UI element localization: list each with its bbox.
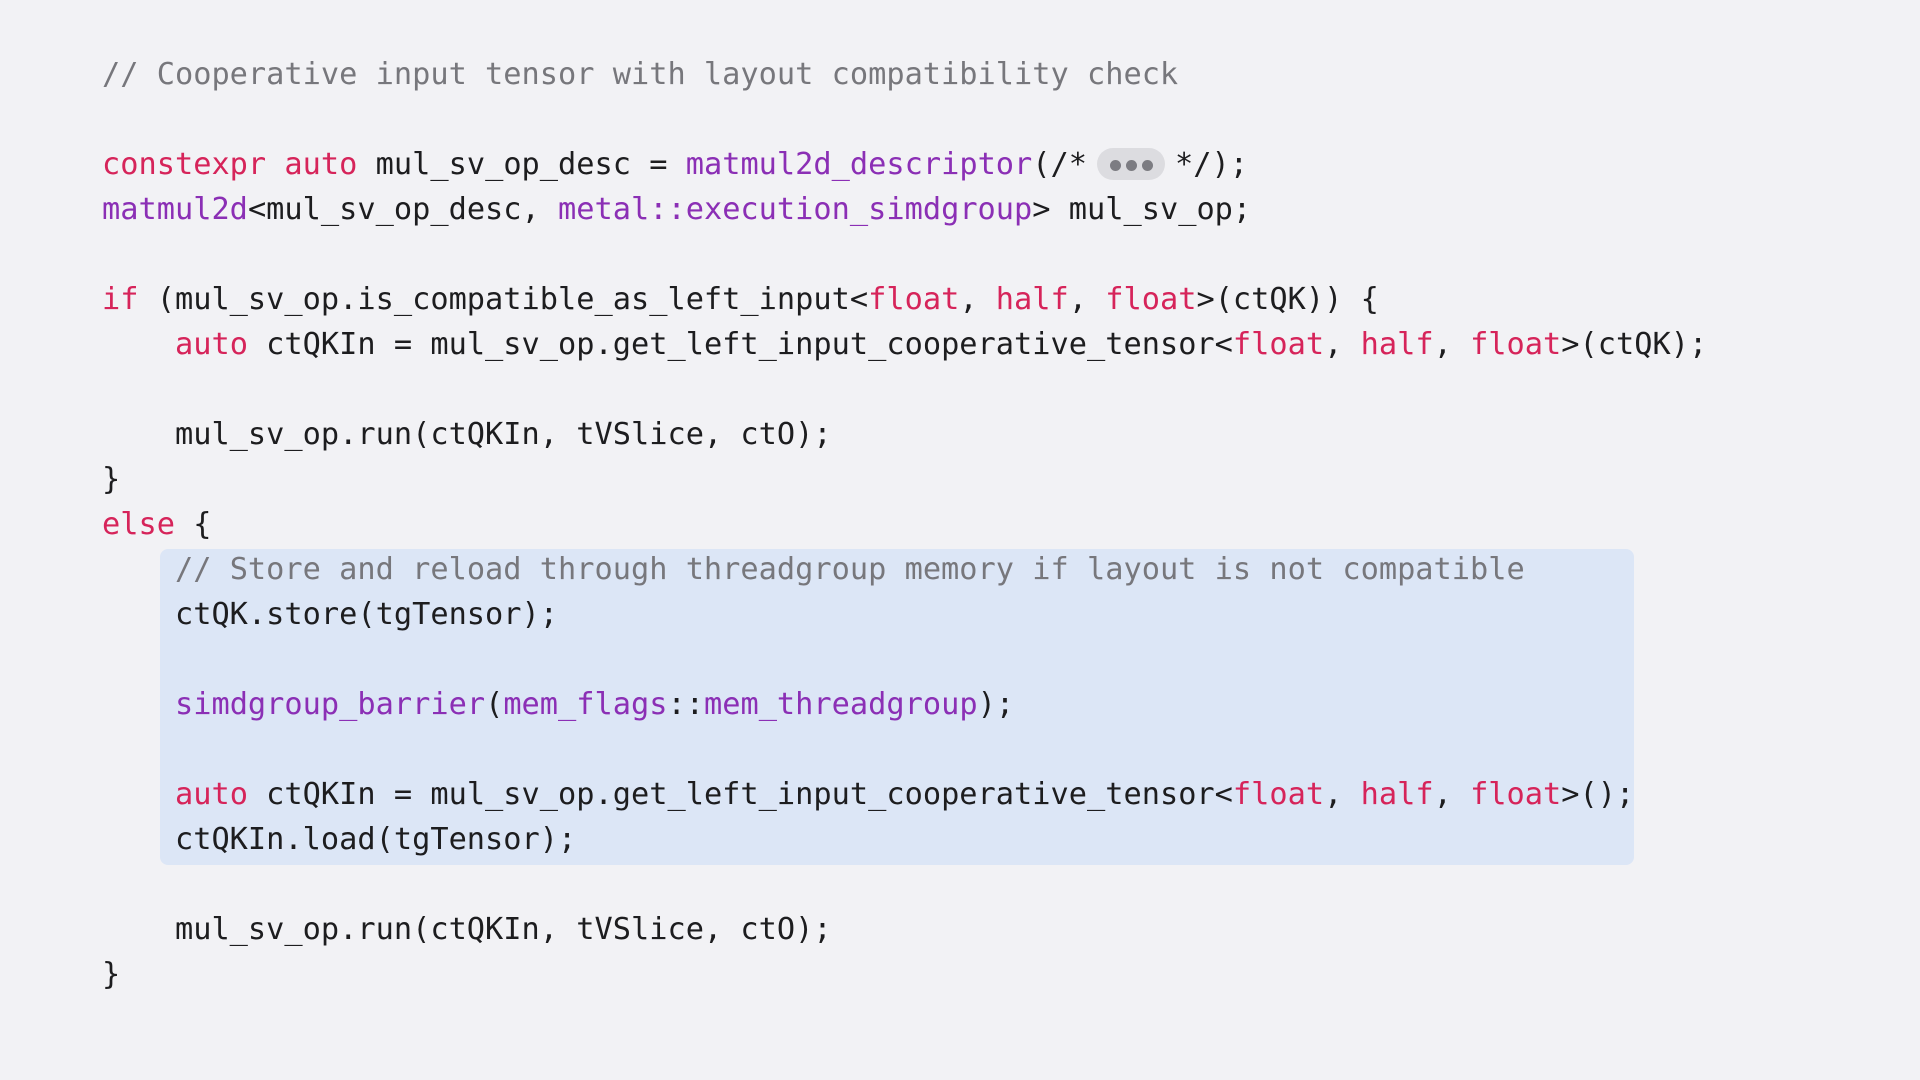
code-line: if (mul_sv_op.is_compatible_as_left_inpu… [102,278,1379,322]
code-line: ctQKIn.load(tgTensor); [102,818,576,862]
code-line: mul_sv_op.run(ctQKIn, tVSlice, ctO); [102,908,832,952]
code-line: } [102,458,120,502]
code-line: auto ctQKIn = mul_sv_op.get_left_input_c… [102,773,1634,817]
code-token: mem_flags [503,687,668,722]
code-token: , [1324,327,1361,362]
code-token: float [1232,777,1325,812]
code-token: >(ctQK); [1561,327,1708,362]
code-token: (mul_sv_op.is_compatible_as_left_input< [138,282,869,317]
code-line: // Store and reload through threadgroup … [102,548,1525,592]
code-token: float [868,282,960,317]
code-token: , [1324,777,1361,812]
code-token: ctQKIn.load(tgTensor); [102,822,577,857]
code-line: else { [102,503,211,547]
code-token: half [1360,777,1434,812]
code-token: (/* [1032,147,1088,182]
code-token: float [1232,327,1325,362]
code-token: auto [174,327,248,362]
code-token: mul_sv_op_desc = [357,147,686,182]
code-token: >(); [1561,777,1635,812]
code-token: if [102,282,139,317]
code-token: mem_threadgroup [703,687,978,722]
code-token: > mul_sv_op; [1032,192,1252,227]
code-token: // Store and reload through threadgroup … [174,552,1525,587]
code-token: float [1105,282,1197,317]
code-token: , [1068,282,1106,317]
code-token: , [1433,327,1471,362]
code-line: constexpr auto mul_sv_op_desc = matmul2d… [102,143,1248,187]
code-token: <mul_sv_op_desc, [247,192,559,227]
code-token: ctQK.store(tgTensor); [102,597,559,632]
code-line: simdgroup_barrier(mem_flags::mem_threadg… [102,683,1014,727]
code-token: } [102,462,121,497]
code-token: metal::execution_simdgroup [558,192,1033,227]
code-token [102,327,175,362]
code-token [102,777,175,812]
code-token: auto [284,147,358,182]
code-token: */); [1175,147,1248,182]
code-token: , [959,282,996,317]
code-token: { [174,507,212,542]
code-token: ctQKIn = mul_sv_op.get_left_input_cooper… [247,777,1233,812]
code-token: // Cooperative input tensor with layout … [102,57,1179,92]
code-token: matmul2d_descriptor [685,147,1033,182]
code-line: matmul2d<mul_sv_op_desc, metal::executio… [102,188,1251,232]
code-token: mul_sv_op.run(ctQKIn, tVSlice, ctO); [102,912,832,947]
highlighted-code-block [160,549,1634,865]
code-token: ctQKIn = mul_sv_op.get_left_input_cooper… [247,327,1233,362]
code-line: auto ctQKIn = mul_sv_op.get_left_input_c… [102,323,1707,367]
code-token: else [102,507,175,542]
code-token: ( [485,687,504,722]
code-token: float [1470,327,1562,362]
code-token: constexpr [102,147,267,182]
code-token: ); [977,687,1015,722]
code-token: :: [667,687,704,722]
code-line: ctQK.store(tgTensor); [102,593,558,637]
code-token: half [995,282,1069,317]
code-token: half [1360,327,1434,362]
code-token: matmul2d [102,192,248,227]
code-listing: // Cooperative input tensor with layout … [102,53,1862,1013]
code-token: } [102,957,121,992]
code-token: auto [174,777,248,812]
code-token [102,552,175,587]
code-line: mul_sv_op.run(ctQKIn, tVSlice, ctO); [102,413,832,457]
collapsed-arguments-icon[interactable] [1097,148,1166,180]
code-token [102,687,175,722]
code-line: } [102,953,120,997]
code-token: >(ctQK)) { [1196,282,1379,317]
code-token: , [1433,777,1471,812]
code-token: mul_sv_op.run(ctQKIn, tVSlice, ctO); [102,417,832,452]
code-token: simdgroup_barrier [174,687,486,722]
code-token: float [1470,777,1562,812]
code-line: // Cooperative input tensor with layout … [102,53,1178,97]
code-token [266,147,284,182]
